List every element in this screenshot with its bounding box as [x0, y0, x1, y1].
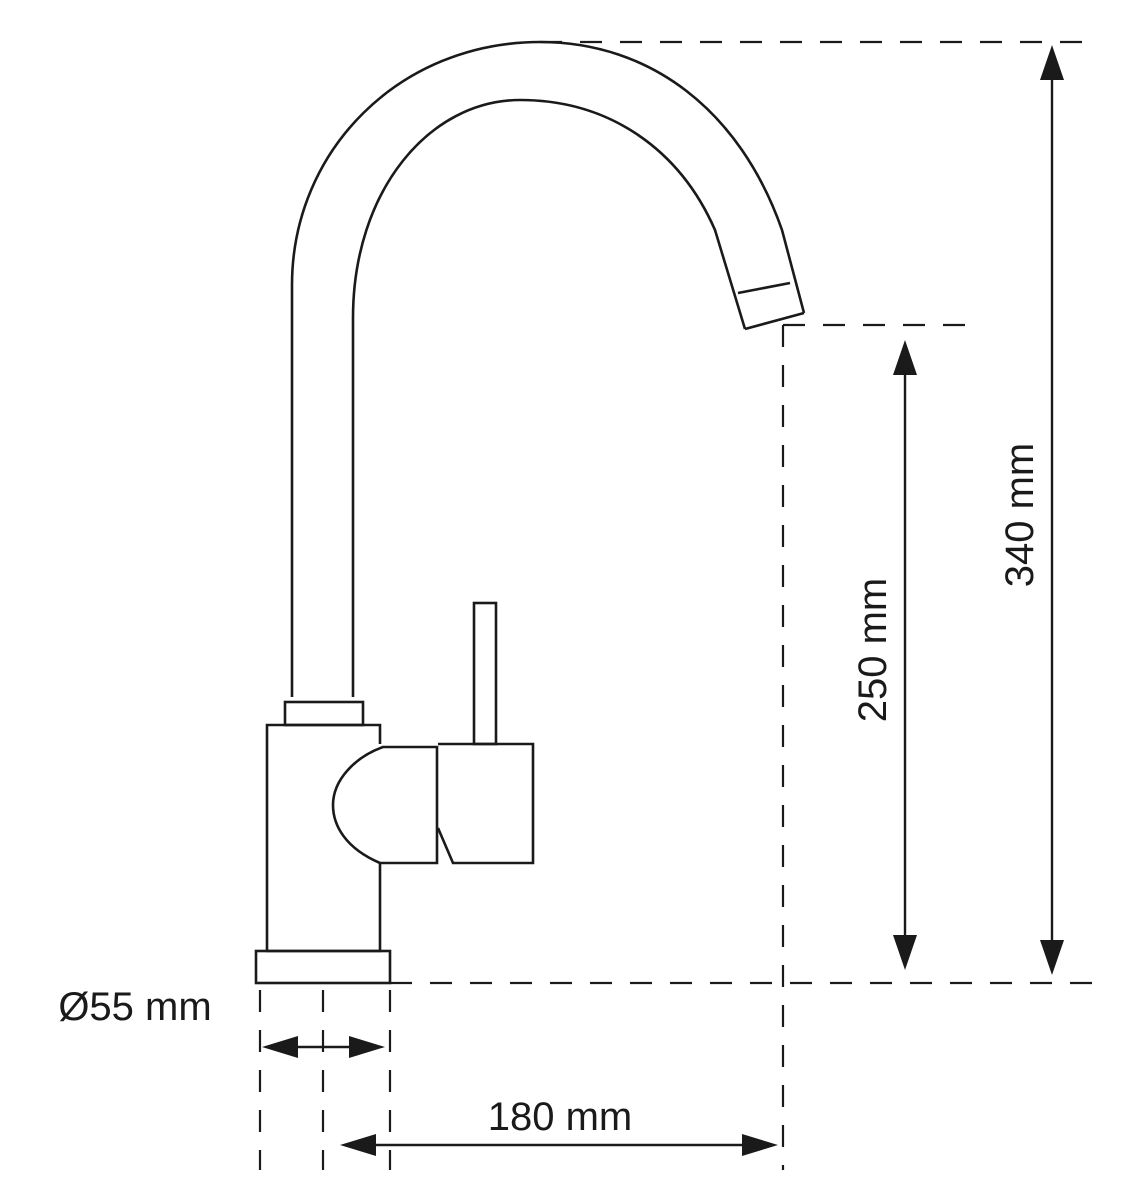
lever-block	[436, 742, 535, 865]
total-height-label: 340 mm	[998, 443, 1042, 588]
arrowhead-up	[893, 340, 917, 375]
spout-aerator-line	[737, 281, 791, 295]
arrowhead-right	[349, 1036, 385, 1058]
dimension-55: Ø55 mm	[58, 985, 385, 1058]
arrowhead-right	[742, 1134, 778, 1156]
faucet-outline	[254, 40, 806, 985]
collar	[283, 700, 365, 727]
arrowhead-up	[1040, 45, 1064, 80]
dimension-180: 180 mm	[340, 1095, 778, 1156]
lever-handle	[472, 601, 498, 746]
cartridge-knob	[331, 745, 439, 865]
base-plate	[254, 949, 392, 985]
spout-inner-edge	[351, 98, 747, 697]
spout-outer-edge	[290, 40, 806, 697]
reach-label: 180 mm	[488, 1095, 633, 1139]
dimension-250: 250 mm	[851, 340, 917, 970]
arrowhead-left	[340, 1134, 376, 1156]
base-diameter-label: Ø55 mm	[58, 985, 211, 1029]
arrowhead-down	[1040, 940, 1064, 975]
spout-height-label: 250 mm	[851, 578, 895, 723]
extension-lines	[258, 40, 1100, 1170]
body	[265, 723, 382, 953]
arrowhead-down	[893, 935, 917, 970]
spout-tip	[744, 311, 805, 331]
dimension-340: 340 mm	[998, 45, 1064, 975]
arrowhead-left	[262, 1036, 298, 1058]
